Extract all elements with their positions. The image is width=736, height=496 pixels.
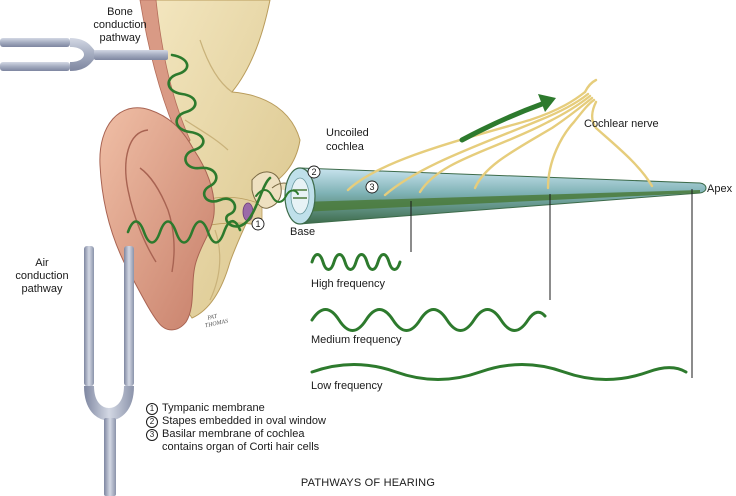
low-frequency-wave [310, 363, 688, 381]
marker-1-number: 1 [255, 219, 260, 229]
artist-signature: PAT THOMAS [204, 314, 228, 330]
legend-item-3: 3 Basilar membrane of cochlea [146, 428, 446, 441]
legend-item-1: 1 Tympanic membrane [146, 402, 446, 415]
bone-conduction-label: Bone conduction pathway [93, 6, 146, 44]
uncoiled-cochlea-label: Uncoiled cochlea [326, 127, 369, 153]
air-conduction-wave [126, 219, 242, 244]
legend-number-3: 3 [146, 429, 158, 441]
marker-2: 2 [307, 165, 321, 179]
legend: 1 Tympanic membrane 2 Stapes embedded in… [146, 402, 446, 454]
high-frequency-wave [310, 253, 402, 271]
air-conduction-label-line3: pathway [22, 283, 63, 295]
high-frequency-label: High frequency [311, 278, 385, 290]
air-conduction-label-line1: Air [35, 257, 49, 269]
legend-number-1: 1 [146, 403, 158, 415]
legend-item-2: 2 Stapes embedded in oval window [146, 415, 446, 428]
cochlear-nerve-label: Cochlear nerve [584, 118, 659, 130]
marker-3-number: 3 [369, 182, 374, 192]
cochlear-nerve [346, 78, 654, 197]
apex-label: Apex [707, 183, 733, 195]
tuning-fork-bone-icon [0, 38, 168, 71]
medium-frequency-wave [310, 308, 547, 332]
uncoiled-cochlea-label-line2: cochlea [326, 141, 365, 153]
bone-conduction-wave [167, 53, 272, 228]
base-label: Base [290, 226, 315, 238]
tuning-fork-air-icon [84, 246, 134, 496]
marker-3: 3 [365, 180, 379, 194]
bone-conduction-label-line2: conduction [93, 19, 146, 31]
ear-inner-fold [125, 129, 175, 273]
inner-ear-wave [255, 189, 299, 203]
arrow-icon [459, 94, 556, 143]
figure-caption: PATHWAYS OF HEARING [300, 477, 436, 489]
bone-conduction-label-line1: Bone [107, 6, 133, 18]
legend-text-2: Stapes embedded in oval window [162, 415, 326, 427]
air-conduction-label-line2: conduction [15, 270, 68, 282]
signature-line2: THOMAS [204, 319, 228, 330]
legend-text-3-continued: contains organ of Corti hair cells [162, 441, 320, 453]
legend-text-1: Tympanic membrane [162, 402, 265, 414]
legend-text-3: Basilar membrane of cochlea [162, 428, 305, 440]
marker-1: 1 [251, 217, 265, 231]
signature-line1: PAT [206, 314, 218, 322]
uncoiled-cochlea-label-line1: Uncoiled [326, 127, 369, 139]
bone-conduction-label-line3: pathway [100, 32, 141, 44]
air-conduction-label: Air conduction pathway [15, 257, 68, 295]
legend-number-2: 2 [146, 416, 158, 428]
low-frequency-label: Low frequency [311, 380, 383, 392]
uncoiled-cochlea [284, 167, 707, 225]
bone-texture [184, 39, 233, 301]
marker-2-number: 2 [311, 167, 316, 177]
medium-frequency-label: Medium frequency [311, 334, 402, 346]
